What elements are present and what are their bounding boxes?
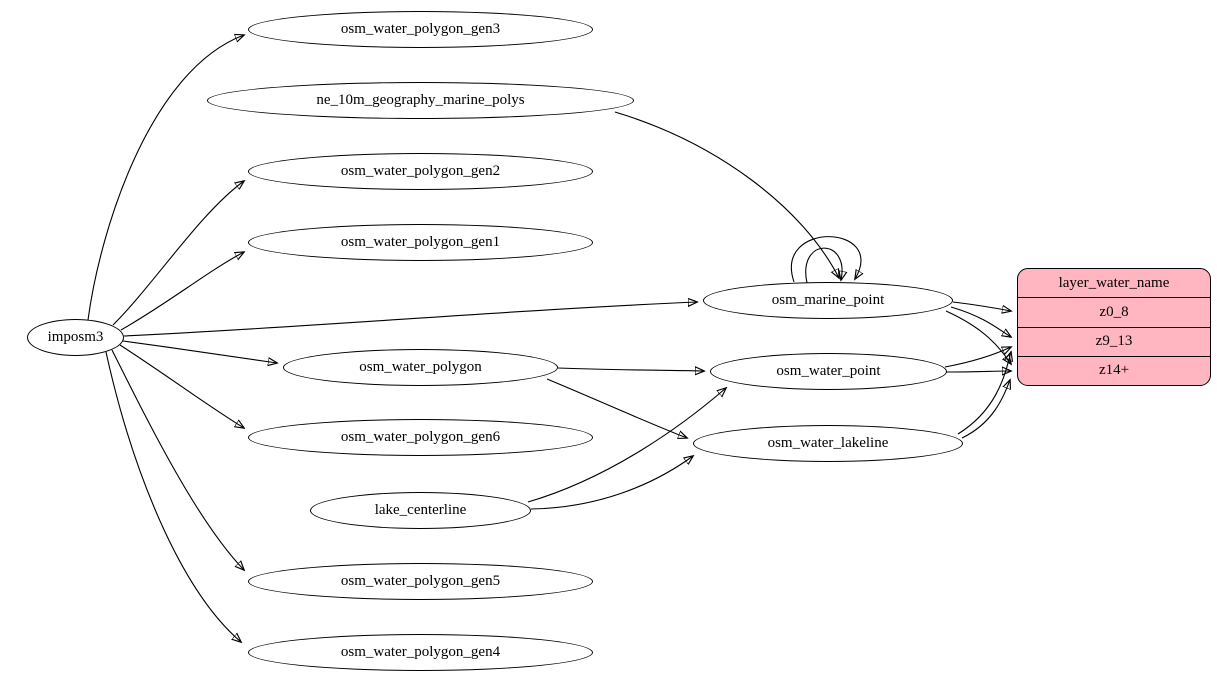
node-osm-water-polygon-gen5: osm_water_polygon_gen5 bbox=[248, 563, 593, 600]
node-osm-water-polygon-gen1: osm_water_polygon_gen1 bbox=[248, 224, 593, 261]
edge-imposm3-osm-water-polygon-gen5 bbox=[111, 349, 244, 570]
edge-osm-marine-point-z0-8 bbox=[952, 301, 1011, 311]
edge-ne-10m-geography-marine-polys-osm-marine-point bbox=[614, 111, 839, 278]
edge-osm-water-polygon-osm-water-point bbox=[557, 368, 704, 371]
edge-osm-water-point-z9-13 bbox=[944, 347, 1011, 368]
node-osm-water-polygon-gen2-label: osm_water_polygon_gen2 bbox=[340, 163, 501, 179]
record-row-z0-8: z0_8 bbox=[1018, 297, 1210, 326]
node-osm-water-polygon-gen4-label: osm_water_polygon_gen4 bbox=[340, 644, 501, 660]
node-osm-marine-point-label: osm_marine_point bbox=[771, 292, 885, 308]
edge-osm-marine-point-z14 bbox=[945, 310, 1011, 364]
record-row-z14: z14+ bbox=[1018, 355, 1210, 385]
node-ne-10m-geography-marine-polys: ne_10m_geography_marine_polys bbox=[207, 82, 634, 119]
node-lake-centerline-label: lake_centerline bbox=[374, 502, 467, 518]
node-osm-water-polygon: osm_water_polygon bbox=[283, 349, 558, 386]
record-row-z9-13: z9_13 bbox=[1018, 326, 1210, 356]
node-osm-water-polygon-gen5-label: osm_water_polygon_gen5 bbox=[340, 573, 501, 589]
edge-osm-water-point-z14 bbox=[945, 371, 1011, 372]
edge-osm-marine-point-self-loop-outer bbox=[791, 236, 861, 283]
edge-lake-centerline-osm-water-lakeline bbox=[530, 456, 693, 510]
edge-imposm3-osm-marine-point bbox=[123, 302, 697, 337]
edge-osm-marine-point-self-loop-inner bbox=[805, 247, 842, 284]
node-osm-water-polygon-gen4: osm_water_polygon_gen4 bbox=[248, 634, 593, 671]
edge-osm-water-lakeline-z14 bbox=[961, 380, 1010, 439]
node-ne-10m-geography-marine-polys-label: ne_10m_geography_marine_polys bbox=[316, 92, 525, 108]
node-osm-water-point-label: osm_water_point bbox=[776, 363, 881, 379]
node-imposm3: imposm3 bbox=[27, 319, 124, 356]
node-imposm3-label: imposm3 bbox=[47, 329, 104, 345]
node-osm-marine-point: osm_marine_point bbox=[703, 282, 953, 319]
node-osm-water-polygon-gen6: osm_water_polygon_gen6 bbox=[248, 419, 593, 456]
edge-osm-marine-point-z9-13 bbox=[950, 306, 1011, 337]
node-osm-water-polygon-gen6-label: osm_water_polygon_gen6 bbox=[340, 429, 501, 445]
node-osm-water-lakeline-label: osm_water_lakeline bbox=[767, 435, 889, 451]
edge-lake-centerline-osm-water-point bbox=[527, 388, 726, 503]
node-osm-water-polygon-label: osm_water_polygon bbox=[359, 359, 482, 375]
edge-imposm3-osm-water-polygon-gen2 bbox=[112, 181, 244, 326]
edge-imposm3-osm-water-polygon-gen3 bbox=[87, 35, 244, 321]
node-osm-water-polygon-gen2: osm_water_polygon_gen2 bbox=[248, 153, 593, 190]
node-lake-centerline: lake_centerline bbox=[310, 492, 531, 529]
node-osm-water-polygon-gen3-label: osm_water_polygon_gen3 bbox=[340, 21, 501, 37]
node-osm-water-polygon-gen1-label: osm_water_polygon_gen1 bbox=[340, 234, 501, 250]
node-osm-water-polygon-gen3: osm_water_polygon_gen3 bbox=[248, 11, 593, 48]
edge-imposm3-osm-water-polygon-gen1 bbox=[120, 252, 244, 331]
node-osm-water-lakeline: osm_water_lakeline bbox=[693, 425, 963, 462]
record-layer-water-name: layer_water_name z0_8 z9_13 z14+ bbox=[1017, 268, 1211, 386]
edge-osm-water-lakeline-z9-13 bbox=[957, 352, 1011, 435]
edge-imposm3-osm-water-polygon-gen6 bbox=[119, 344, 244, 428]
edge-imposm3-osm-water-polygon-gen4 bbox=[105, 351, 241, 642]
node-osm-water-point: osm_water_point bbox=[710, 353, 947, 390]
record-title: layer_water_name bbox=[1058, 274, 1170, 291]
edge-osm-water-polygon-osm-water-lakeline bbox=[546, 378, 687, 438]
edge-imposm3-osm-water-polygon bbox=[122, 340, 277, 363]
